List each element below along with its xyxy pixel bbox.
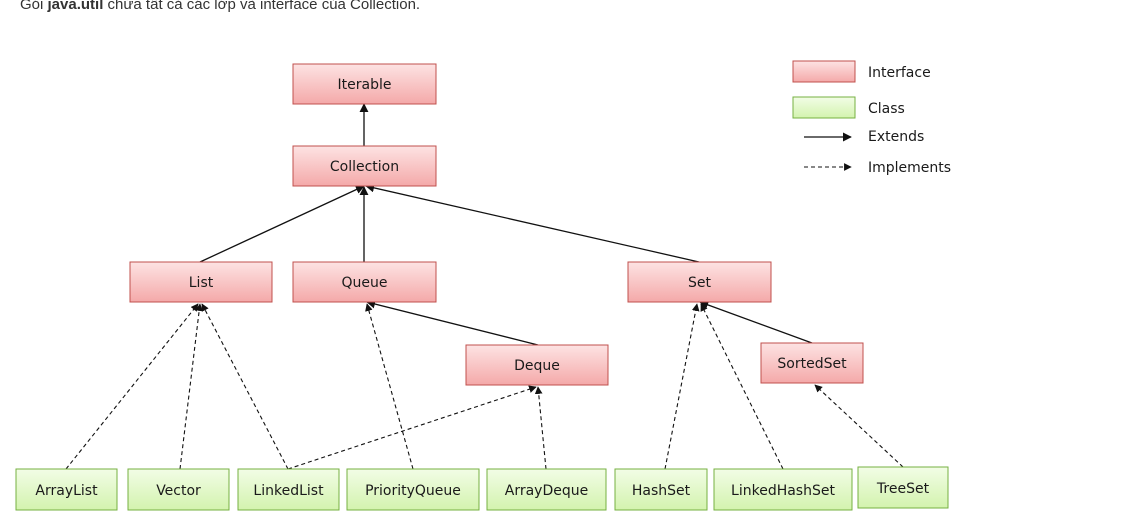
node-sortedset: SortedSet (760, 342, 864, 384)
edge-arraylist-list (65, 303, 199, 470)
legend-interface-label: Interface (868, 65, 931, 81)
intro-package: java.util (47, 0, 104, 13)
legend-class-label: Class (868, 101, 905, 117)
legend-implements-label: Implements (868, 160, 951, 176)
edge-set-collection (365, 183, 700, 263)
node-collection: Collection (292, 145, 437, 187)
intro-suffix: chứa tất cả các lớp và interface của Col… (103, 0, 421, 13)
extends-edges (199, 103, 813, 346)
implements-edges (65, 303, 904, 470)
node-linkedhashset-label: LinkedHashSet (731, 483, 835, 499)
node-set-label: Set (688, 275, 712, 291)
edge-priorityqueue-queue (365, 303, 414, 470)
legend-class-swatch (792, 96, 856, 119)
node-deque: Deque (465, 344, 609, 386)
node-treeset-label: TreeSet (876, 481, 930, 497)
edge-treeset-sortedset (814, 384, 904, 468)
node-iterable-label: Iterable (338, 77, 392, 93)
legend: Interface Class Extends Implements (792, 60, 951, 176)
node-queue-label: Queue (342, 275, 388, 291)
node-set: Set (627, 261, 772, 303)
edge-sortedset-set (699, 300, 813, 344)
node-collection-label: Collection (330, 159, 399, 175)
legend-interface: Interface (792, 60, 931, 83)
node-arraydeque: ArrayDeque (486, 468, 607, 511)
legend-extends: Extends (804, 129, 924, 145)
node-arraylist: ArrayList (15, 468, 118, 511)
legend-interface-swatch (792, 60, 856, 83)
legend-implements: Implements (804, 160, 951, 176)
node-list: List (129, 261, 273, 303)
edge-arraydeque-deque (534, 386, 547, 470)
edge-hashset-set (664, 303, 700, 470)
edge-linkedhashset-set (700, 303, 784, 470)
node-treeset: TreeSet (857, 466, 949, 509)
node-priorityqueue: PriorityQueue (346, 468, 480, 511)
node-deque-label: Deque (514, 358, 560, 374)
node-hashset: HashSet (614, 468, 708, 511)
node-linkedlist-label: LinkedList (253, 483, 324, 499)
edge-vector-list (179, 303, 203, 470)
legend-extends-label: Extends (868, 129, 924, 145)
node-vector-label: Vector (156, 483, 201, 499)
legend-class: Class (792, 96, 905, 119)
edge-deque-queue (366, 299, 539, 346)
node-vector: Vector (127, 468, 230, 511)
edge-list-collection (199, 185, 365, 263)
node-sortedset-label: SortedSet (777, 356, 847, 372)
node-hashset-label: HashSet (632, 483, 691, 499)
edge-linkedlist-list (201, 303, 289, 470)
node-arraylist-label: ArrayList (35, 483, 98, 499)
node-queue: Queue (292, 261, 437, 303)
node-linkedhashset: LinkedHashSet (713, 468, 853, 511)
node-arraydeque-label: ArrayDeque (505, 483, 588, 499)
node-linkedlist: LinkedList (237, 468, 340, 511)
edge-linkedlist-deque (287, 385, 537, 470)
intro-text: Gói java.util chứa tất cả các lớp và int… (20, 0, 420, 13)
node-priorityqueue-label: PriorityQueue (365, 483, 461, 499)
node-list-label: List (189, 275, 214, 291)
node-iterable: Iterable (292, 63, 437, 105)
intro-prefix: Gói (20, 0, 48, 13)
